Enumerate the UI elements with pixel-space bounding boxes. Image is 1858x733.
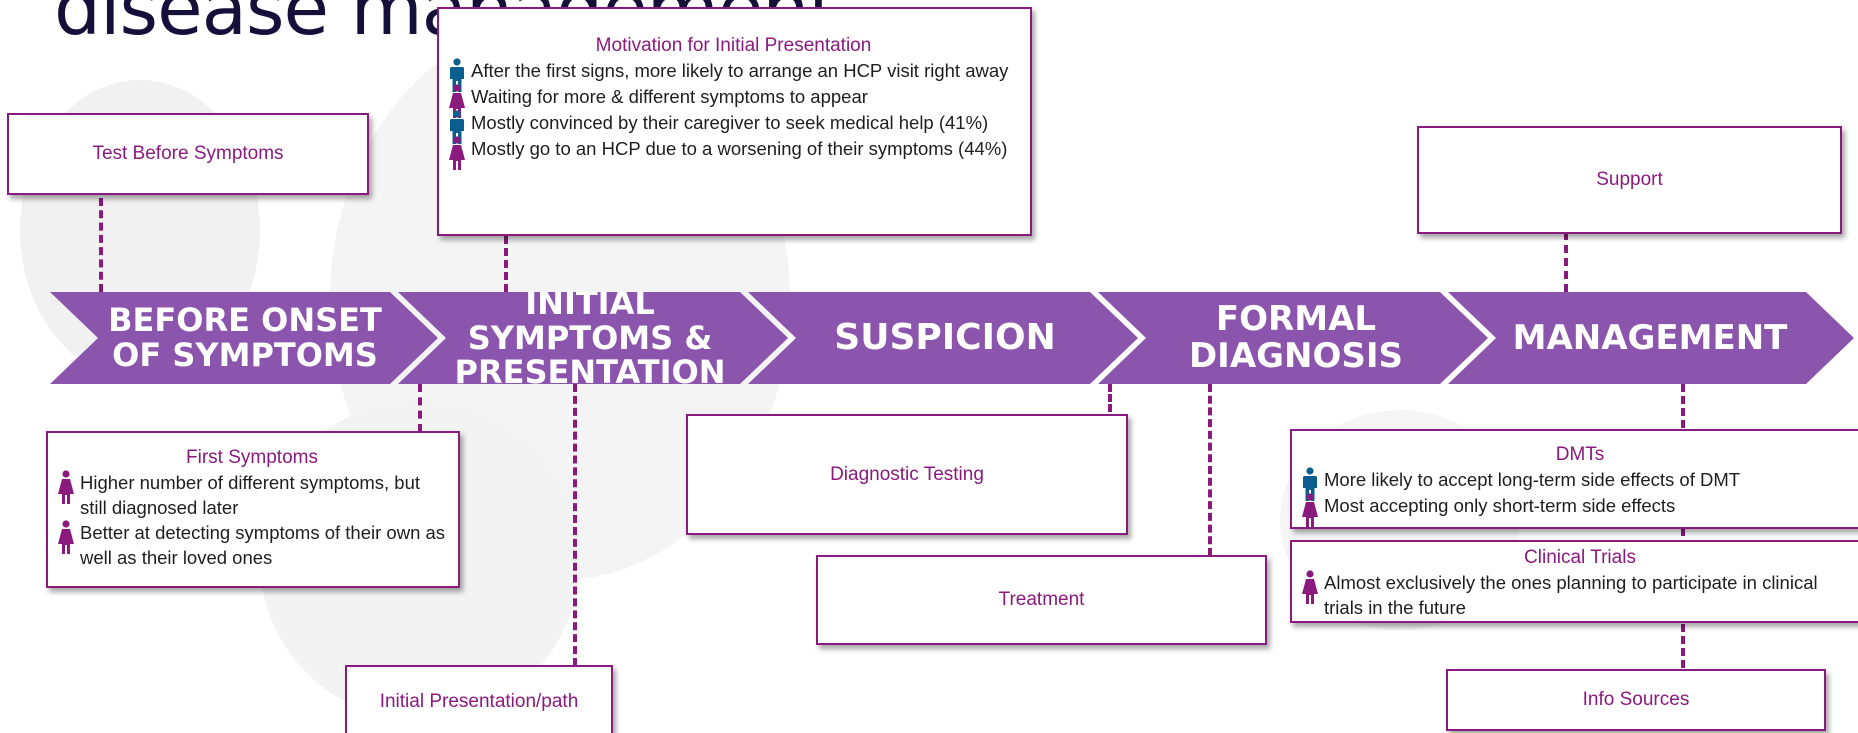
stage-label-management: MANAGEMENT (1512, 317, 1788, 358)
box-title: Treatment (998, 589, 1085, 610)
box-title: Test Before Symptoms (92, 143, 284, 164)
female-person-icon (447, 84, 469, 118)
item-text: Most accepting only short-term side effe… (1324, 495, 1676, 516)
box-support: Support (1417, 126, 1842, 234)
connector-initial-path (573, 384, 577, 666)
chevron-before-onset (50, 292, 438, 384)
item-text: Mostly convinced by their caregiver to s… (471, 112, 989, 133)
connector-diagnostic (1108, 384, 1112, 412)
chevron-management (1448, 292, 1854, 384)
female-person-icon (56, 470, 78, 510)
female-person-icon (56, 520, 78, 560)
box-clinical-trials: Clinical Trials Almost exclusively the o… (1290, 540, 1858, 623)
item-text: Almost exclusively the ones planning to … (1324, 572, 1818, 618)
box-title: Diagnostic Testing (830, 463, 984, 485)
chevron-formal-diagnosis (1098, 292, 1488, 384)
list-item: Most accepting only short-term side effe… (1300, 493, 1858, 527)
box-diagnostic-testing: Diagnostic Testing (686, 414, 1128, 535)
box-title: Initial Presentation/path (379, 691, 579, 712)
box-title: First Symptoms (186, 447, 318, 468)
item-list: More likely to accept long-term side eff… (1300, 467, 1858, 527)
item-text: Better at detecting symptoms of their ow… (80, 522, 446, 568)
item-text: Mostly go to an HCP due to a worsening o… (471, 138, 1008, 159)
item-list: Higher number of different symptoms, but… (56, 470, 448, 570)
item-text: After the first signs, more likely to ar… (471, 60, 1009, 81)
list-item: Higher number of different symptoms, but… (56, 470, 448, 520)
item-list: After the first signs, more likely to ar… (447, 58, 1020, 170)
female-person-icon (447, 136, 469, 170)
box-test-before-symptoms: Test Before Symptoms (7, 113, 369, 195)
box-dmts: DMTs More likely to accept long-term sid… (1290, 429, 1858, 529)
connector-first-symptoms (418, 384, 422, 432)
list-item: Better at detecting symptoms of their ow… (56, 520, 448, 570)
box-title: Clinical Trials (1524, 547, 1636, 568)
box-title: DMTs (1555, 444, 1605, 465)
box-initial-presentation-path: Initial Presentation/path (345, 665, 613, 733)
list-item: Almost exclusively the ones planning to … (1300, 570, 1858, 620)
connector-support (1564, 232, 1568, 292)
list-item: After the first signs, more likely to ar… (447, 58, 1020, 92)
connector-motivation (504, 236, 508, 292)
male-person-icon (1300, 467, 1322, 501)
item-list: Almost exclusively the ones planning to … (1300, 570, 1858, 620)
connector-treatment (1208, 384, 1212, 556)
list-item: Mostly go to an HCP due to a worsening o… (447, 136, 1020, 170)
list-item: More likely to accept long-term side eff… (1300, 467, 1858, 501)
list-item: Waiting for more & different symptoms to… (447, 84, 1020, 118)
female-person-icon (1300, 493, 1322, 527)
male-person-icon (447, 58, 469, 92)
connector-test-before (99, 198, 103, 292)
list-item: Mostly convinced by their caregiver to s… (447, 110, 1020, 144)
item-text: More likely to accept long-term side eff… (1324, 469, 1741, 490)
box-title: Motivation for Initial Presentation (595, 35, 872, 56)
box-title: Info Sources (1582, 689, 1690, 710)
item-text: Waiting for more & different symptoms to… (471, 86, 868, 107)
box-motivation: Motivation for Initial Presentation Afte… (437, 7, 1032, 236)
chevron-initial-symptoms (398, 292, 788, 384)
box-title: Support (1596, 169, 1663, 190)
item-text: Higher number of different symptoms, but… (80, 472, 421, 518)
male-person-icon (447, 110, 469, 144)
box-info-sources: Info Sources (1446, 669, 1826, 731)
chevron-suspicion (748, 292, 1138, 384)
stage-label-suspicion: SUSPICION (834, 316, 1056, 358)
box-treatment: Treatment (816, 555, 1267, 645)
box-first-symptoms: First Symptoms Higher number of differen… (46, 431, 460, 588)
female-person-icon (1300, 570, 1322, 610)
